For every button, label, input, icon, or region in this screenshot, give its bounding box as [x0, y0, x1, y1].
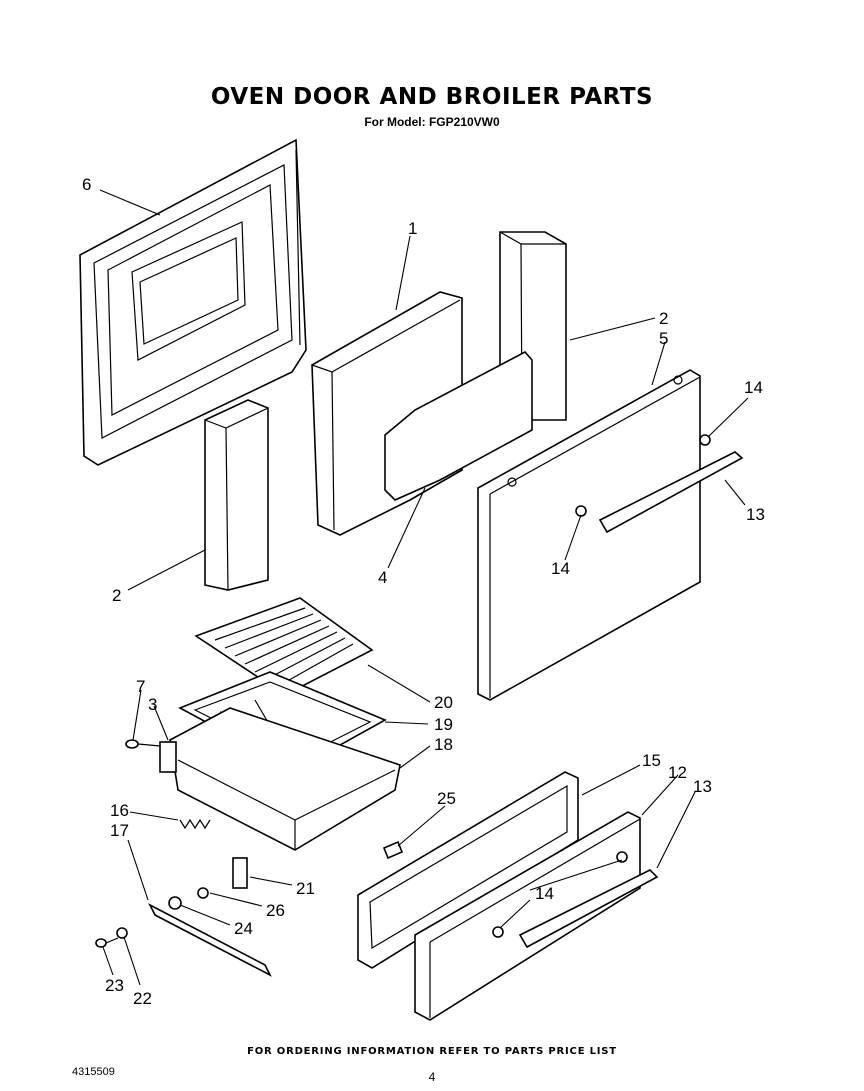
part-2-insulation-left: [204, 399, 269, 591]
callout-2-left: 2: [112, 586, 121, 605]
part-21-latch: [232, 857, 248, 889]
part-16-spring: [179, 818, 211, 830]
callout-labels: 6 1 2 5 14 13 14 4 2 20 19 18 7 3 16 17 …: [82, 175, 765, 1008]
callout-20: 20: [434, 693, 453, 712]
ordering-note: FOR ORDERING INFORMATION REFER TO PARTS …: [247, 1046, 617, 1057]
part-13-door-handle: [575, 434, 744, 534]
callout-15: 15: [642, 751, 661, 770]
model-subtitle: For Model: FGP210VW0: [364, 115, 500, 129]
part-4-door-baffle: [384, 350, 533, 501]
part-18-broiler-drawer: [159, 707, 401, 851]
part-23-bolt: [95, 937, 119, 948]
callout-16: 16: [110, 801, 129, 820]
callout-17: 17: [110, 821, 129, 840]
part-13-drawer-handle: [492, 851, 659, 949]
part-25-clip: [382, 840, 404, 860]
callout-24: 24: [234, 919, 253, 938]
callout-12: 12: [668, 763, 687, 782]
callout-6: 6: [82, 175, 91, 194]
part-7-screw: [125, 739, 161, 749]
callout-2-right: 2: [659, 309, 668, 328]
callout-23: 23: [105, 976, 124, 995]
leader-lines: [99, 189, 749, 986]
part-24-nut: [168, 896, 182, 910]
part-22-washer: [116, 927, 128, 939]
callout-19: 19: [434, 715, 453, 734]
callout-7: 7: [136, 677, 145, 696]
callout-18: 18: [434, 735, 453, 754]
part-5-outer-door: [477, 369, 701, 701]
page-title: OVEN DOOR AND BROILER PARTS: [210, 84, 654, 110]
callout-14-drawer: 14: [535, 884, 554, 903]
callout-1: 1: [408, 219, 417, 238]
part-26-washer: [197, 887, 209, 899]
callout-14-door-upper: 14: [744, 378, 763, 397]
callout-4: 4: [378, 568, 387, 587]
document-number: 4315509: [72, 1066, 115, 1078]
callout-22: 22: [133, 989, 152, 1008]
callout-25: 25: [437, 789, 456, 808]
callout-13-drawer: 13: [693, 777, 712, 796]
callout-5: 5: [659, 329, 668, 348]
callout-14-door-lower: 14: [551, 559, 570, 578]
callout-26: 26: [266, 901, 285, 920]
part-20-broiler-grid: [194, 597, 374, 696]
callout-13-door: 13: [746, 505, 765, 524]
page-number: 4: [428, 1070, 436, 1084]
part-6-door-liner: [79, 138, 307, 466]
part-17-rail: [148, 903, 272, 977]
part-12-drawer-front-panel: [414, 811, 641, 1021]
callout-21: 21: [296, 879, 315, 898]
callout-3: 3: [148, 695, 157, 714]
